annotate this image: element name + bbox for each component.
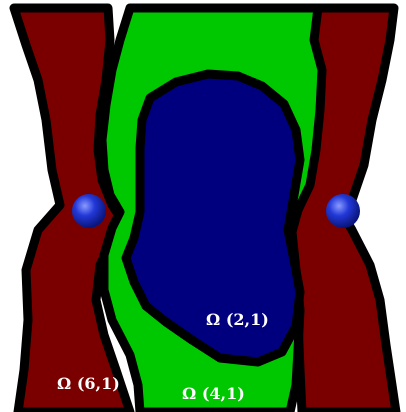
label-omega-6-1: Ω (6,1): [57, 374, 120, 393]
label-omega-4-1: Ω (4,1): [182, 384, 245, 403]
sphere-left: [72, 194, 106, 228]
label-omega-2-1: Ω (2,1): [206, 310, 269, 329]
sphere-right: [326, 194, 360, 228]
